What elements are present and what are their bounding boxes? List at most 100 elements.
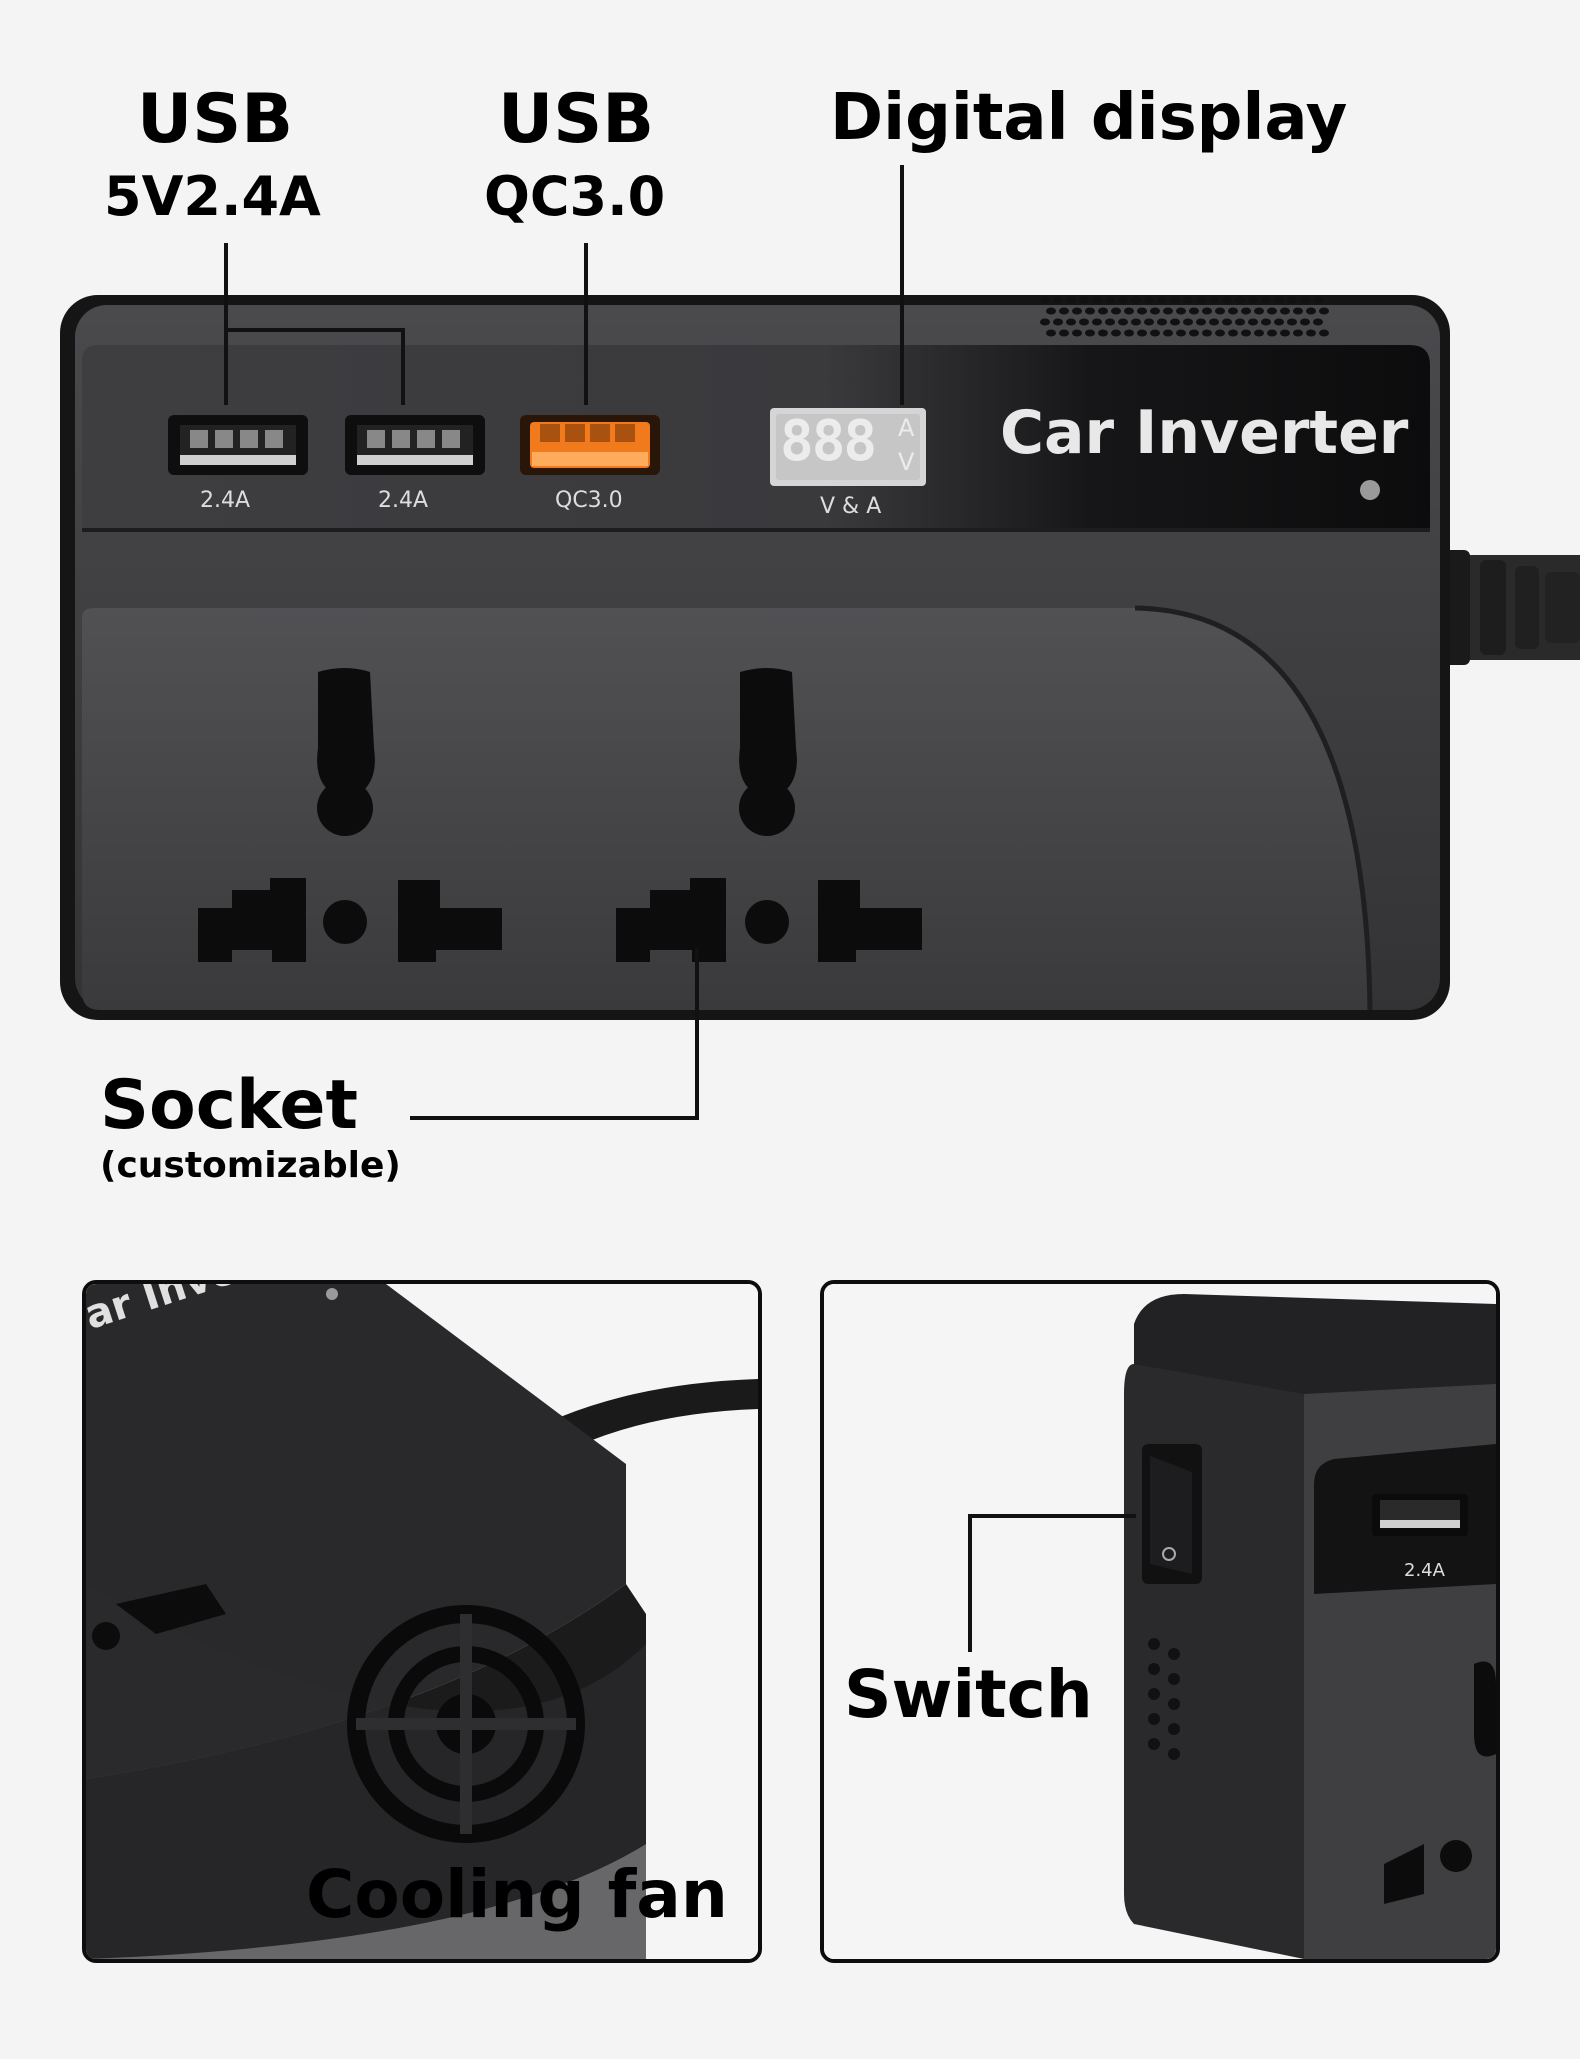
vent-hole [1059, 307, 1069, 315]
vent-hole [1124, 307, 1134, 315]
callout-usb-a-title: USB [137, 80, 294, 159]
vent-hole [1235, 296, 1245, 304]
vent-hole [1131, 318, 1141, 326]
vent-hole [1280, 329, 1290, 337]
vent-hole [1300, 296, 1310, 304]
switch-illustration [824, 1284, 1496, 1959]
inset-switch: 2.4A Switch [820, 1280, 1500, 1963]
brand-label: Car Inverter [1000, 398, 1409, 468]
vent-hole [1248, 296, 1258, 304]
vent-hole [1248, 318, 1258, 326]
vent-hole [1228, 307, 1238, 315]
vent-hole [1170, 296, 1180, 304]
vent-hole [1098, 307, 1108, 315]
vent-hole [1053, 318, 1063, 326]
vent-hole [1137, 329, 1147, 337]
inset-cooling-fan: ar Inverte Cooling fan [82, 1280, 762, 1963]
vent-hole [1228, 329, 1238, 337]
vent-hole [1150, 329, 1160, 337]
ac-socket-1[interactable] [198, 668, 502, 962]
vent-hole [1215, 329, 1225, 337]
power-cable [1440, 550, 1580, 665]
vent-hole [1189, 329, 1199, 337]
vent-hole [1287, 318, 1297, 326]
callout-display-title: Digital display [830, 81, 1348, 155]
vent-hole [1144, 296, 1154, 304]
vent-hole [1066, 318, 1076, 326]
ac-socket-2[interactable] [616, 668, 922, 962]
vent-hole [1059, 329, 1069, 337]
vent-hole [1111, 307, 1121, 315]
switch-view-port-label: 2.4A [1404, 1560, 1445, 1581]
vent-hole [1300, 318, 1310, 326]
side-vent [1148, 1638, 1180, 1760]
switch-label: Switch [844, 1656, 1093, 1733]
vent-hole [1215, 307, 1225, 315]
vent-hole [1040, 296, 1050, 304]
vent-hole [1118, 296, 1128, 304]
callout-socket-title: Socket [100, 1066, 359, 1145]
vent-hole [1072, 307, 1082, 315]
callout-usb-qc-spec: QC3.0 [484, 165, 666, 228]
vent-hole [1196, 318, 1206, 326]
vent-hole [1222, 318, 1232, 326]
vent-hole [1144, 318, 1154, 326]
indicator-led [1360, 480, 1380, 500]
vent-hole [1202, 307, 1212, 315]
vent-hole [1157, 318, 1167, 326]
vent-hole [1092, 318, 1102, 326]
vent-hole [1105, 296, 1115, 304]
vent-hole [1235, 318, 1245, 326]
vent-hole [1222, 296, 1232, 304]
power-switch[interactable] [1142, 1444, 1202, 1584]
usb-qc-port-label: QC3.0 [555, 488, 623, 513]
vent-hole [1072, 329, 1082, 337]
vent-hole [1280, 307, 1290, 315]
vent-hole [1274, 296, 1284, 304]
display-unit-v: V [898, 448, 915, 476]
vent-hole [1183, 296, 1193, 304]
vent-hole [1046, 307, 1056, 315]
switch-view-usb-port[interactable] [1372, 1494, 1468, 1536]
vent-hole [1040, 318, 1050, 326]
vent-hole [1131, 296, 1141, 304]
vent-hole [1274, 318, 1284, 326]
vent-hole [1092, 296, 1102, 304]
vent-hole [1254, 307, 1264, 315]
vent-hole [1066, 296, 1076, 304]
usb-port-1[interactable] [168, 415, 308, 475]
top-vent [1040, 296, 1329, 337]
vent-hole [1319, 329, 1329, 337]
vent-hole [1189, 307, 1199, 315]
vent-hole [1261, 318, 1271, 326]
control-panel [82, 345, 1430, 530]
usb-qc-port[interactable] [520, 415, 660, 475]
vent-hole [1293, 307, 1303, 315]
vent-hole [1079, 296, 1089, 304]
vent-hole [1111, 329, 1121, 337]
vent-hole [1241, 329, 1251, 337]
vent-hole [1085, 307, 1095, 315]
vent-hole [1105, 318, 1115, 326]
usb-port-2[interactable] [345, 415, 485, 475]
switch-view-socket-fragment [1384, 1661, 1496, 1904]
vent-hole [1053, 296, 1063, 304]
vent-hole [1124, 329, 1134, 337]
vent-hole [1313, 296, 1323, 304]
cooling-fan-label: Cooling fan [306, 1856, 728, 1933]
callout-usb-a-spec: 5V2.4A [104, 165, 321, 228]
car-inverter-illustration [60, 165, 1580, 1120]
vent-hole [1293, 329, 1303, 337]
display-unit-a: A [898, 414, 915, 442]
vent-hole [1098, 329, 1108, 337]
display-label: V & A [820, 494, 882, 519]
cooling-fan-grille [347, 1605, 585, 1843]
vent-hole [1176, 307, 1186, 315]
vent-hole [1150, 307, 1160, 315]
digital-display [770, 408, 926, 486]
vent-hole [1176, 329, 1186, 337]
vent-hole [1287, 296, 1297, 304]
vent-hole [1261, 296, 1271, 304]
vent-hole [1183, 318, 1193, 326]
vent-hole [1313, 318, 1323, 326]
